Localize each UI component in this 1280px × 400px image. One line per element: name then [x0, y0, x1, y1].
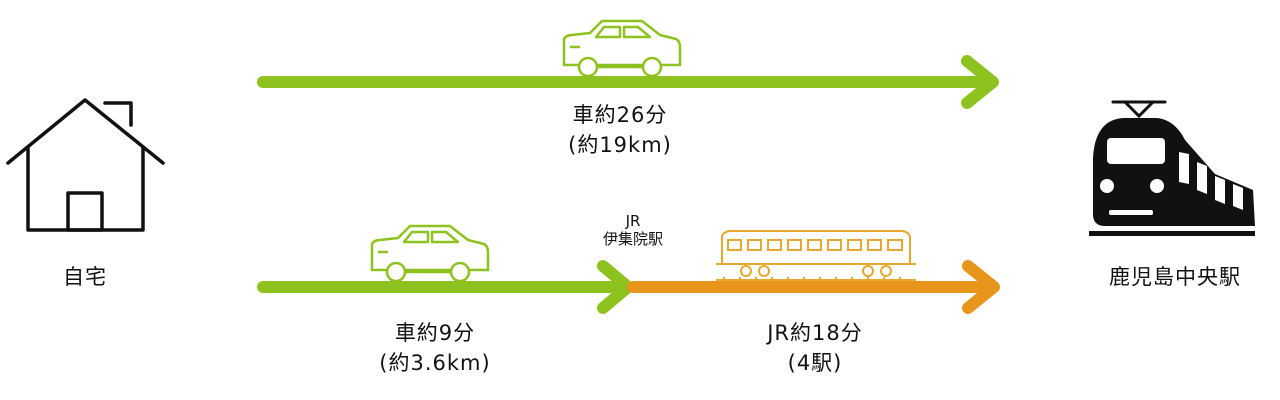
train-leg-label: JR約18分 (4駅) [720, 318, 910, 378]
car-leg-time: 車約9分 [394, 321, 476, 345]
house-icon [6, 98, 165, 232]
direct-route-label: 車約26分 (約19km) [520, 100, 720, 160]
train-leg-stops: (4駅) [787, 351, 843, 375]
direct-route-time: 車約26分 [572, 103, 668, 127]
train-leg-arrow [627, 260, 1000, 314]
train-car-icon [716, 230, 916, 283]
car-leg-arrow [257, 260, 634, 314]
transfer-station: 伊集院駅 [602, 230, 663, 248]
car-leg-distance: (約3.6km) [379, 351, 491, 375]
direct-route-arrow [257, 55, 999, 109]
train-leg-time: JR約18分 [767, 321, 863, 345]
transfer-station-label: JR 伊集院駅 [578, 212, 688, 248]
origin-label: 自宅 [63, 265, 107, 289]
transfer-line: JR [625, 212, 641, 230]
car-icon [562, 19, 682, 78]
direct-route-distance: (約19km) [568, 133, 672, 157]
locomotive-icon [1089, 100, 1255, 236]
destination-label: 鹿児島中央駅 [1109, 265, 1241, 289]
car-leg-label: 車約9分 (約3.6km) [340, 318, 530, 378]
